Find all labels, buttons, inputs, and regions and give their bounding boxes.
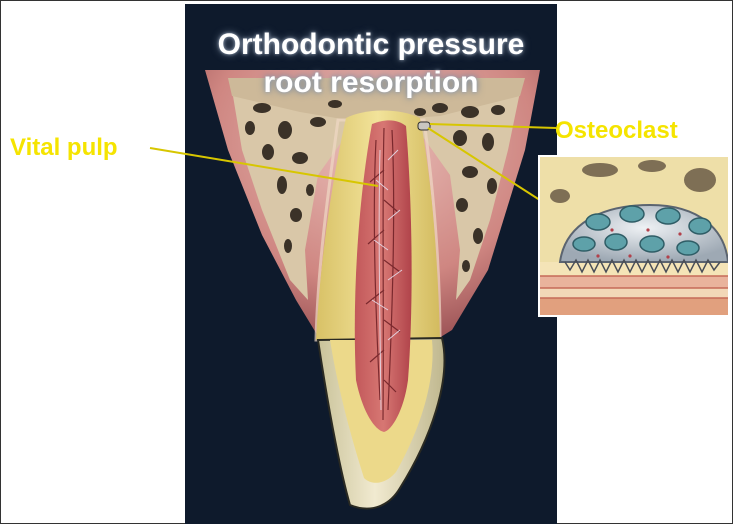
title-line-1: Orthodontic pressure [185, 26, 557, 64]
label-vital-pulp: Vital pulp [10, 134, 118, 162]
label-osteoclast: Osteoclast [555, 117, 678, 145]
osteoclast-inset-illustration [539, 156, 729, 316]
figure-title: Orthodontic pressure root resorption [185, 26, 557, 102]
title-line-2: root resorption [185, 64, 557, 102]
